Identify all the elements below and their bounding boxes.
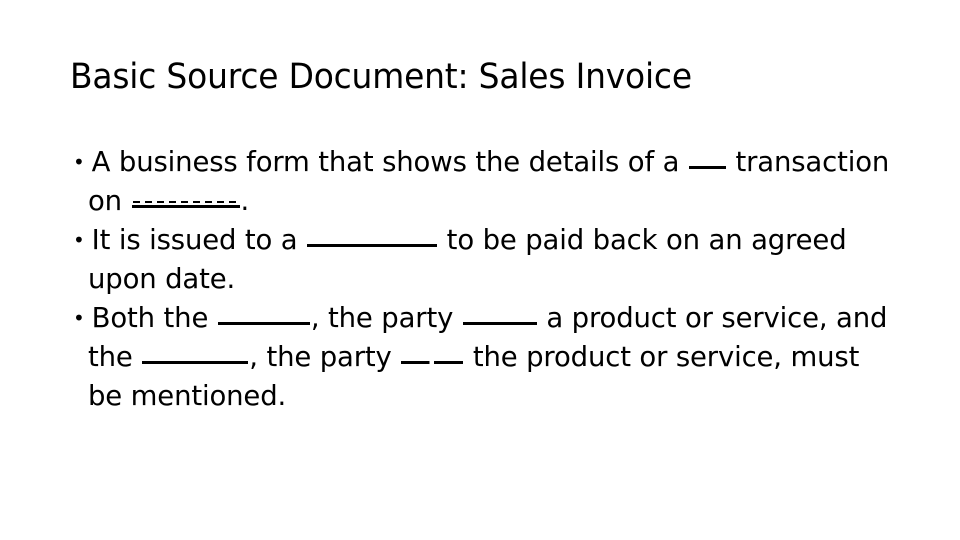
bullet-2-text-2: to be paid back on an agreed upon date. <box>88 224 847 295</box>
bullet-marker-icon: • <box>73 150 85 174</box>
bullet-3-text-4: , the party <box>249 341 401 373</box>
bullet-2-text-1: It is issued to a <box>91 224 307 256</box>
bullet-3-blank-1 <box>217 300 310 328</box>
body-placeholder: •A business form that shows the details … <box>62 143 898 416</box>
title-placeholder: Basic Source Document: Sales Invoice <box>70 55 900 99</box>
bullet-1-blank-1 <box>688 144 726 172</box>
bullet-3-text-1: Both the <box>91 302 217 334</box>
bullet-marker-icon: • <box>73 228 85 252</box>
list-item: •A business form that shows the details … <box>62 143 898 221</box>
bullet-1-text-2: transaction on <box>88 146 890 217</box>
bullet-3-text-3: a product or service, and the <box>88 302 888 373</box>
bullet-3-text-5: the product or service, must be mentione… <box>88 341 860 412</box>
bullet-3-blank-3 <box>142 339 249 367</box>
bullet-1-text-3: . <box>240 185 250 217</box>
list-item: •It is issued to a to be paid back on an… <box>62 221 898 299</box>
bullet-3-blank-4 <box>401 339 464 367</box>
list-item: •Both the , the party a product or servi… <box>62 299 898 416</box>
bullet-marker-icon: • <box>73 306 85 330</box>
bullet-2-blank-1 <box>307 222 438 250</box>
bullet-1-text-1: A business form that shows the details o… <box>91 146 688 178</box>
bullet-1-blank-2 <box>131 183 240 211</box>
bullet-3-text-2: , the party <box>310 302 462 334</box>
page-title: Basic Source Document: Sales Invoice <box>70 57 692 97</box>
bullet-3-blank-2 <box>462 300 537 328</box>
